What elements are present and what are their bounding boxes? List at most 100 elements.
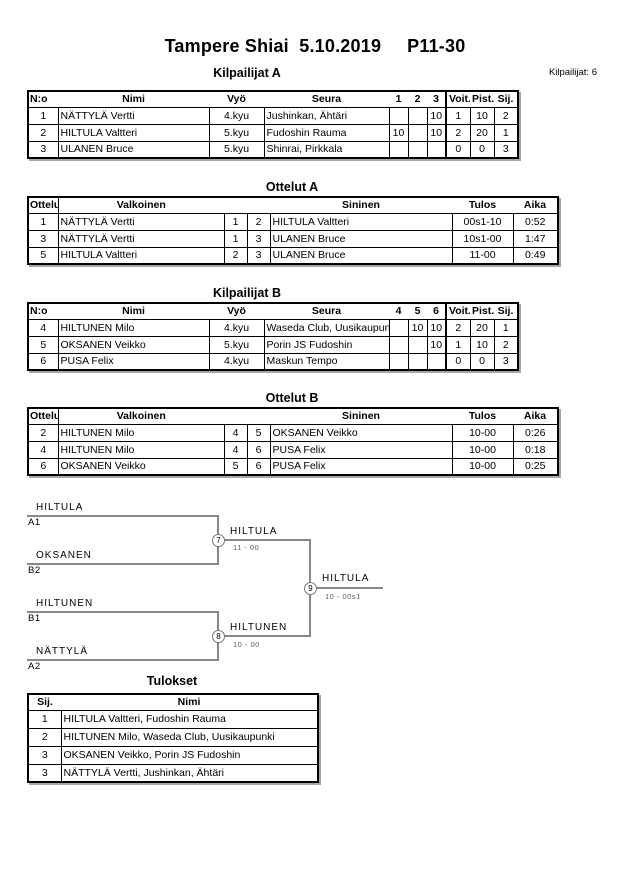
table-cell: 0:25 <box>512 457 559 476</box>
table-cell: HILTULA Valtteri <box>57 123 210 142</box>
bracket-seed-label: B2 <box>28 565 41 576</box>
table-cell: 6 <box>246 457 271 476</box>
table-cell: 1 <box>27 709 62 729</box>
table-cell: 10 <box>426 335 447 354</box>
column-header: Sij. <box>494 303 518 320</box>
column-header: 5 <box>408 303 427 320</box>
table-cell: 6 <box>246 440 271 459</box>
table-cell <box>388 335 409 354</box>
column-header: Tulos <box>452 197 513 214</box>
table-cell: HILTULA Valtteri <box>269 212 453 231</box>
column-header-spacer <box>247 408 270 425</box>
table-cell <box>407 352 428 371</box>
table-cell: 1 <box>27 106 59 125</box>
table-cell: 20 <box>469 123 495 142</box>
bracket-entrant-name: HILTUNEN <box>36 598 94 609</box>
table-cell: NÄTTYLÄ Vertti <box>57 229 225 248</box>
column-header: 2 <box>408 91 427 108</box>
column-header: 3 <box>427 91 446 108</box>
table-cell: Fudoshin Rauma <box>263 123 390 142</box>
table-cell: Porin JS Fudoshin <box>263 335 390 354</box>
column-header: Sininen <box>270 197 452 214</box>
section-heading-ottelut-b: Ottelut B <box>265 391 319 405</box>
column-header: 1 <box>389 91 408 108</box>
table-cell: 0 <box>469 140 495 159</box>
bracket-line <box>222 635 311 637</box>
table-cell: HILTULA Valtteri, Fudoshin Rauma <box>60 709 319 729</box>
table-cell: 11-00 <box>451 246 514 265</box>
table-cell: 2 <box>27 423 59 442</box>
table-cell: OKSANEN Veikko <box>57 335 210 354</box>
table-cell <box>407 335 428 354</box>
table-cell: 1 <box>223 212 248 231</box>
bracket-score: 11 - 00 <box>233 543 260 552</box>
table-cell: HILTUNEN Milo <box>57 440 225 459</box>
section-heading-ottelut-a: Ottelut A <box>265 180 319 194</box>
table-cell: 1 <box>223 229 248 248</box>
table-cell: 0:26 <box>512 423 559 442</box>
bracket-winner-name: HILTULA <box>230 526 278 537</box>
table-cell: 2 <box>223 246 248 265</box>
bracket-line <box>309 539 311 589</box>
bracket-winner-name: HILTULA <box>322 573 370 584</box>
bracket-line <box>309 588 311 637</box>
table-cell: 00s1-10 <box>451 212 514 231</box>
table-cell: 5.kyu <box>208 123 265 142</box>
table-cell: PUSA Felix <box>57 352 210 371</box>
column-header: Nimi <box>58 303 209 320</box>
table-cell <box>407 140 428 159</box>
column-header: Sij. <box>494 91 518 108</box>
table-header-row: N:o Nimi Vyö Seura 1 2 3 Voit. Pist. Sij… <box>28 91 518 108</box>
table-cell: 1 <box>493 123 519 142</box>
table-cell: 3 <box>246 229 271 248</box>
bracket-line <box>222 539 311 541</box>
table-cell: 10 <box>426 106 447 125</box>
table-cell: 3 <box>27 229 59 248</box>
column-header: Vyö <box>209 303 264 320</box>
table-cell: 2 <box>493 335 519 354</box>
table-cell: 1 <box>445 106 471 125</box>
table-cell: 6 <box>27 352 59 371</box>
table-cell: 4.kyu <box>208 318 265 337</box>
table-cell: 10-00 <box>451 423 514 442</box>
table-cell: HILTULA Valtteri <box>57 246 225 265</box>
column-header: N:o <box>28 91 58 108</box>
table-cell: 3 <box>27 763 62 783</box>
bracket-seed-label: B1 <box>28 613 41 624</box>
match-number-circle: 8 <box>212 630 225 643</box>
table-cell: 5.kyu <box>208 140 265 159</box>
table-cell: 4 <box>27 440 59 459</box>
column-header: Sij. <box>28 694 61 711</box>
column-header-spacer <box>224 197 247 214</box>
table-kilpailijat-a: N:o Nimi Vyö Seura 1 2 3 Voit. Pist. Sij… <box>27 90 519 159</box>
table-header-row: Ottelu Valkoinen Sininen Tulos Aika <box>28 408 558 425</box>
column-header: Voit. <box>445 91 470 108</box>
column-header: Seura <box>264 91 389 108</box>
table-cell <box>407 106 428 125</box>
table-cell: PUSA Felix <box>269 440 453 459</box>
table-cell: 6 <box>27 457 59 476</box>
table-cell: 10 <box>426 318 447 337</box>
bracket-score: 10 - 00 <box>233 640 260 649</box>
table-cell: 1 <box>27 212 59 231</box>
section-heading-tulokset: Tulokset <box>146 674 198 688</box>
table-cell: 2 <box>445 123 471 142</box>
table-cell: 2 <box>493 106 519 125</box>
bracket-line <box>27 659 219 661</box>
bracket-winner-name: HILTUNEN <box>230 622 288 633</box>
column-header: Vyö <box>209 91 264 108</box>
table-cell: 0 <box>469 352 495 371</box>
table-cell: 0 <box>445 140 471 159</box>
column-header: Nimi <box>61 694 318 711</box>
table-cell: 5 <box>246 423 271 442</box>
table-cell: HILTUNEN Milo <box>57 318 210 337</box>
table-cell: 0:52 <box>512 212 559 231</box>
